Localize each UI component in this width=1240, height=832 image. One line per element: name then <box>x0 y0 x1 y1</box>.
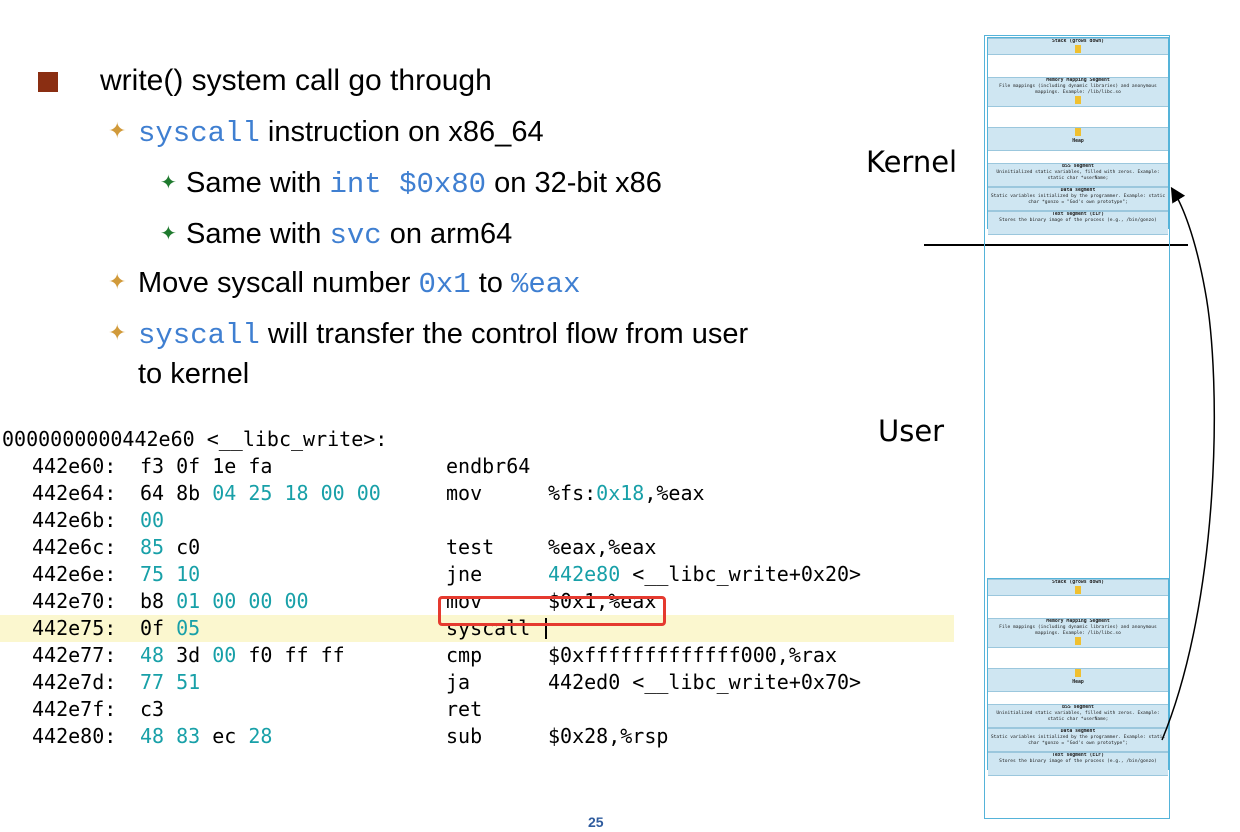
disasm-line: 442e70: b8 01 00 00 00 mov $0x1,%eax <box>0 588 954 615</box>
instruction-address: 442e6e: <box>32 562 117 586</box>
instruction-mnemonic: mov <box>446 589 483 613</box>
growth-arrow-icon <box>1075 669 1081 677</box>
instruction-operands: 442e80 <__libc_write+0x20> <box>548 562 862 586</box>
instruction-bytes: 00 <box>140 508 165 532</box>
disasm-line: 442e80: 48 83 ec 28 sub $0x28,%rsp <box>0 723 954 750</box>
growth-arrow-icon <box>1075 128 1081 136</box>
instruction-operands: $0xfffffffffffff000,%rax <box>548 643 837 667</box>
instruction-address: 442e64: <box>32 481 117 505</box>
page-number: 25 <box>588 814 604 830</box>
kernel-memory-map: Stack (grows down) Memory Mapping Segmen… <box>987 37 1169 235</box>
instruction-bytes: f3 0f 1e fa <box>140 454 273 478</box>
instruction-operands: 442ed0 <__libc_write+0x70> <box>548 670 862 694</box>
user-label: User <box>878 414 945 448</box>
star-bullet-icon: ✦ <box>160 172 177 194</box>
disasm-line: 442e6e: 75 10 jne 442e80 <__libc_write+0x20… <box>0 561 954 588</box>
bullet-main: write() system call go through <box>100 64 492 97</box>
instruction-bytes: 85 c0 <box>140 535 201 559</box>
instruction-bytes: 48 3d 00 f0 ff ff <box>140 643 345 667</box>
instruction-bytes: 48 83 ec 28 <box>140 724 273 748</box>
star-bullet-icon: ✦ <box>160 223 177 245</box>
instruction-mnemonic: endbr64 <box>446 454 531 478</box>
instruction-bytes: 0f 05 <box>140 616 201 640</box>
disassembly-listing: 0000000000442e60 <__libc_write>: 442e60:… <box>0 426 960 766</box>
user-to-kernel-arrow <box>1161 186 1216 741</box>
instruction-operands: $0x1,%eax <box>548 589 657 613</box>
disasm-line: 442e6b: 00 <box>0 507 954 534</box>
instruction-address: 442e77: <box>32 643 117 667</box>
text-cursor <box>545 618 547 639</box>
heap-segment: Heap <box>988 127 1168 151</box>
kernel-user-divider <box>924 244 1188 246</box>
disasm-line: 442e75: 0f 05 syscall <box>0 615 954 642</box>
bullet-syscall-instruction: ✦syscall instruction on x86_64 <box>108 116 544 150</box>
instruction-address: 442e7f: <box>32 697 117 721</box>
instruction-mnemonic: mov <box>446 481 483 505</box>
growth-arrow-icon <box>1075 637 1081 645</box>
instruction-mnemonic: ret <box>446 697 483 721</box>
text-segment: Text segment (ELF)Stores the binary imag… <box>988 752 1168 776</box>
instruction-mnemonic: sub <box>446 724 483 748</box>
heap-segment: Heap <box>988 668 1168 692</box>
instruction-mnemonic: ja <box>446 670 471 694</box>
disasm-line: 442e77: 48 3d 00 f0 ff ff cmp $0xffffffffff… <box>0 642 954 669</box>
highlight-box-mov <box>438 596 666 626</box>
instruction-address: 442e80: <box>32 724 117 748</box>
growth-arrow-icon <box>1075 96 1081 104</box>
user-memory-map: Stack (grows down) Memory Mapping Segmen… <box>987 578 1169 776</box>
instruction-address: 442e70: <box>32 589 117 613</box>
instruction-operands: $0x28,%rsp <box>548 724 669 748</box>
instruction-bytes: 77 51 <box>140 670 201 694</box>
address-space-frame <box>984 35 1170 819</box>
instruction-bytes: 75 10 <box>140 562 201 586</box>
star-bullet-icon: ✦ <box>108 320 127 345</box>
instruction-address: 442e75: <box>32 616 117 640</box>
star-bullet-icon: ✦ <box>108 118 127 143</box>
stack-segment: Stack (grows down) <box>988 38 1168 55</box>
bullet-square <box>38 72 58 92</box>
instruction-bytes: b8 01 00 00 00 <box>140 589 309 613</box>
disasm-line: 442e60: f3 0f 1e fa endbr64 <box>0 453 954 480</box>
bullet-move-syscall-number: ✦Move syscall number 0x1 to %eax <box>108 267 581 301</box>
instruction-address: 442e60: <box>32 454 117 478</box>
instruction-bytes: c3 <box>140 697 165 721</box>
disasm-line: 442e7f: c3 ret <box>0 696 954 723</box>
bullet-svc: ✦Same with svc on arm64 <box>160 218 513 252</box>
star-bullet-icon: ✦ <box>108 269 127 294</box>
instruction-address: 442e6c: <box>32 535 117 559</box>
bullet-int80: ✦Same with int $0x80 on 32-bit x86 <box>160 167 662 201</box>
disasm-header: 0000000000442e60 <__libc_write>: <box>2 427 388 451</box>
disasm-line: 442e64: 64 8b 04 25 18 00 00 mov %fs:0x18,%… <box>0 480 954 507</box>
bullet-syscall-transfer-cont: to kernel <box>138 358 250 390</box>
instruction-operands: %eax,%eax <box>548 535 657 559</box>
instruction-mnemonic: cmp <box>446 643 483 667</box>
growth-arrow-icon <box>1075 586 1081 594</box>
bullet-syscall-transfer: ✦syscall will transfer the control flow … <box>108 318 749 352</box>
instruction-mnemonic: test <box>446 535 495 559</box>
instruction-address: 442e7d: <box>32 670 117 694</box>
instruction-mnemonic: syscall <box>446 616 531 640</box>
disasm-line: 442e7d: 77 51 ja 442ed0 <__libc_write+0x70> <box>0 669 954 696</box>
instruction-operands: %fs:0x18,%eax <box>548 481 705 505</box>
instruction-address: 442e6b: <box>32 508 117 532</box>
kernel-label: Kernel <box>866 145 958 179</box>
growth-arrow-icon <box>1075 45 1081 53</box>
stack-segment: Stack (grows down) <box>988 579 1168 596</box>
instruction-bytes: 64 8b 04 25 18 00 00 <box>140 481 381 505</box>
instruction-mnemonic: jne <box>446 562 483 586</box>
disasm-line: 442e6c: 85 c0 test %eax,%eax <box>0 534 954 561</box>
text-segment: Text segment (ELF)Stores the binary imag… <box>988 211 1168 235</box>
